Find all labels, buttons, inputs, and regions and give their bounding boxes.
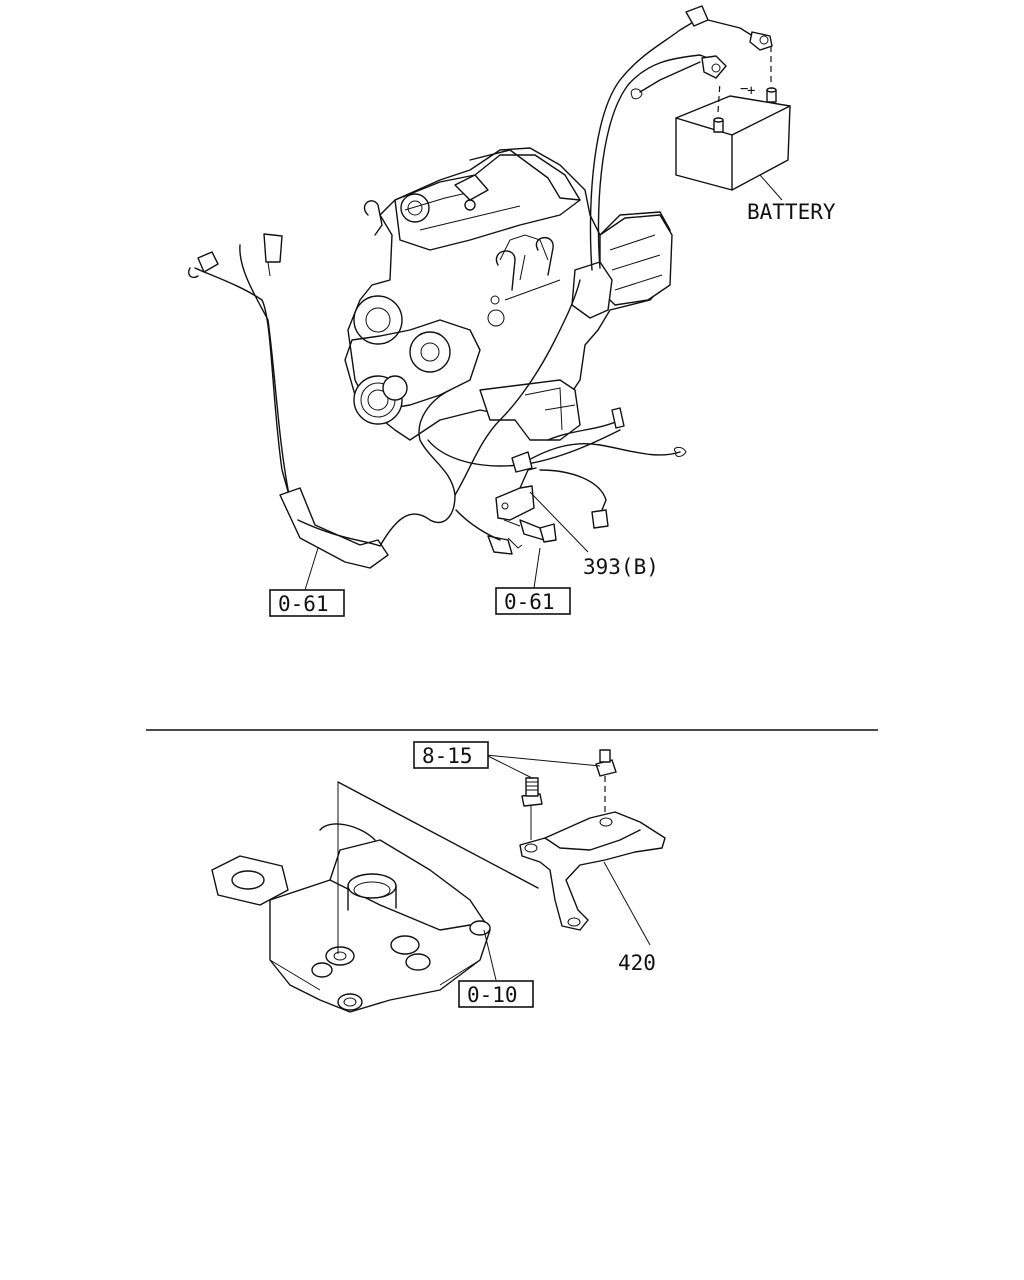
positive-terminal-mark: + — [747, 83, 755, 99]
ref-0-61-left-text: 0-61 — [278, 592, 329, 616]
cylinder-head-section: 0-10 — [211, 781, 539, 1013]
negative-terminal-mark: − — [740, 81, 748, 97]
lower-harness: 393(B) — [427, 407, 687, 589]
ref-box-0-61-left: 0-61 — [269, 547, 345, 617]
battery-label: BATTERY — [747, 200, 836, 224]
part-420-label: 420 — [618, 951, 656, 975]
ref-box-0-61-right: 0-61 — [495, 587, 571, 615]
left-harness — [188, 233, 581, 569]
ref-8-15-text: 8-15 — [422, 744, 473, 768]
engine-assembly — [344, 147, 673, 441]
part-393b-label: 393(B) — [583, 555, 659, 579]
battery-cable-harness — [589, 5, 773, 271]
bracket-420: 8-15 420 — [413, 741, 666, 975]
ref-0-10-text: 0-10 — [467, 983, 518, 1007]
ref-0-61-right-text: 0-61 — [504, 590, 555, 614]
battery: − + BATTERY — [675, 45, 836, 224]
